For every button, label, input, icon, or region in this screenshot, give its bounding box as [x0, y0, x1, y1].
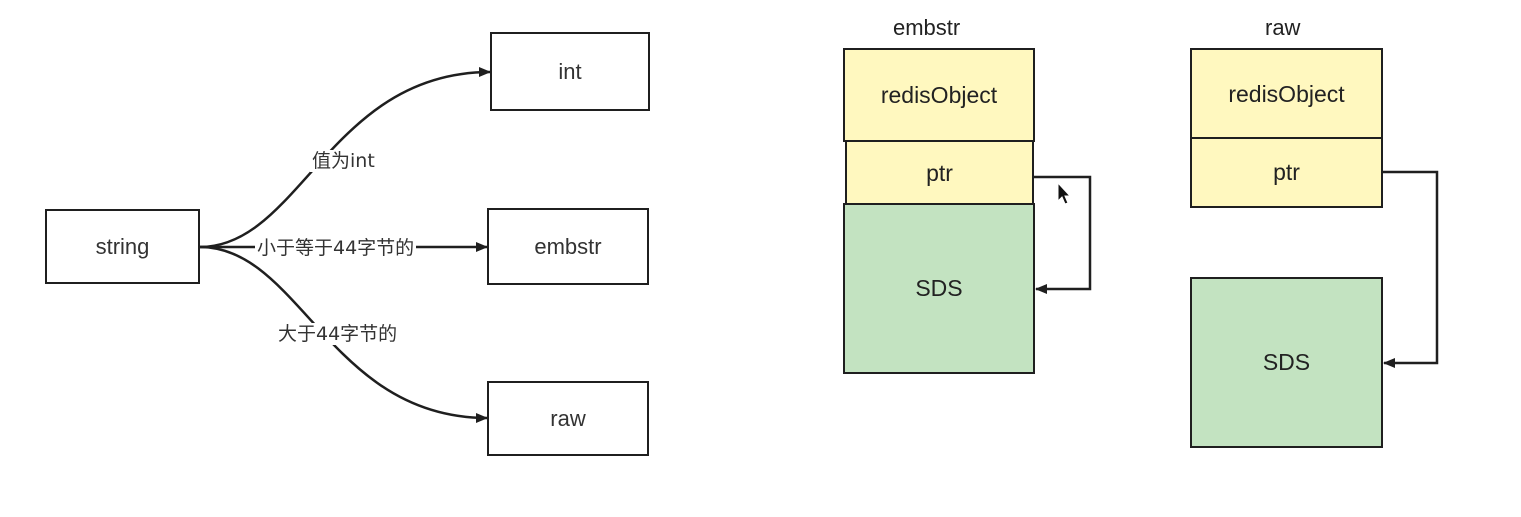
int-node-label: int — [558, 58, 582, 84]
embstr-node: embstr — [487, 208, 649, 285]
raw-title: raw — [1265, 15, 1301, 40]
embstr-title: embstr — [893, 15, 961, 40]
embstr-sds: SDS — [843, 203, 1035, 374]
embstr-ptr-arrow — [1034, 175, 1092, 294]
raw-sds: SDS — [1190, 277, 1383, 448]
string-node: string — [45, 209, 200, 284]
embstr-redisobject-label: redisObject — [880, 81, 998, 108]
embstr-node-label: embstr — [534, 233, 602, 259]
raw-ptr-arrow — [1382, 170, 1439, 368]
int-node: int — [490, 32, 650, 111]
raw-ptr: ptr — [1190, 137, 1383, 208]
embstr-ptr: ptr — [845, 140, 1034, 207]
embstr-sds-label: SDS — [915, 275, 963, 301]
embstr-redisobject: redisObject — [843, 48, 1035, 142]
string-node-label: string — [95, 233, 150, 259]
raw-node: raw — [487, 381, 649, 456]
edge-label-raw: 大于44字节的 — [276, 323, 400, 345]
raw-redisobject-label: redisObject — [1228, 80, 1345, 107]
raw-ptr-label: ptr — [1273, 159, 1300, 185]
raw-sds-label: SDS — [1262, 349, 1311, 375]
mouse-cursor-icon — [1057, 181, 1072, 205]
raw-redisobject: redisObject — [1190, 48, 1383, 140]
edge-label-int: 值为int — [310, 150, 377, 172]
embstr-ptr-label: ptr — [926, 160, 953, 186]
edge-label-embstr: 小于等于44字节的 — [255, 237, 417, 259]
raw-node-label: raw — [550, 405, 586, 431]
